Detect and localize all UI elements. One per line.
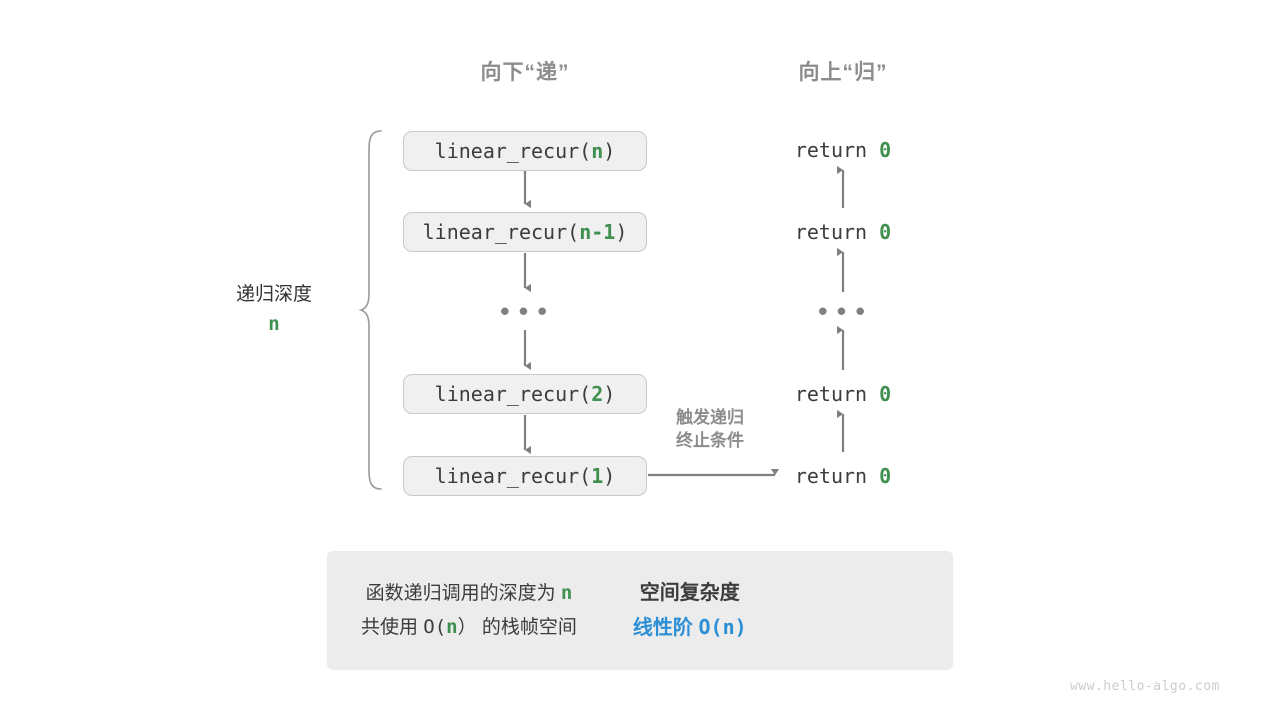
call-box-1[interactable]: linear_recur(1) <box>403 456 647 496</box>
column-header-ascend: 向上“归” <box>798 61 888 84</box>
space-complexity-bigo: O(n) <box>698 615 747 639</box>
call-box-n-name: linear_recur( <box>434 139 592 163</box>
return-value-n: 0 <box>879 138 892 162</box>
return-stack-ellipsis: ••• <box>815 298 871 328</box>
summary-line-1: 函数递归调用的深度为 n <box>361 577 577 610</box>
summary-line-1-symbol: n <box>560 582 573 605</box>
summary-line-2-symbol: n <box>446 615 458 638</box>
summary-line-2-text-b: 的栈帧空间 <box>476 616 577 638</box>
recursion-depth-symbol: n <box>268 312 280 335</box>
space-complexity-order: 线性阶 <box>632 617 699 639</box>
summary-line-2: 共使用 O(n） 的栈帧空间 <box>361 611 577 644</box>
return-label-1: return 0 <box>743 464 943 488</box>
call-box-1-arg: 1 <box>591 464 604 488</box>
call-box-n-minus-1[interactable]: linear_recur(n-1) <box>403 212 647 252</box>
call-box-n-minus-1-close: ) <box>615 220 628 244</box>
return-value-2: 0 <box>879 382 892 406</box>
call-box-n-minus-1-name: linear_recur( <box>422 220 580 244</box>
return-keyword-n-minus-1: return <box>794 220 880 244</box>
return-keyword-n: return <box>794 138 880 162</box>
complexity-summary-panel: 函数递归调用的深度为 n 共使用 O(n） 的栈帧空间 空间复杂度 线性阶 O(… <box>327 551 953 670</box>
call-box-n[interactable]: linear_recur(n) <box>403 131 647 171</box>
summary-line-2-bigo: O( <box>423 615 447 638</box>
return-keyword-1: return <box>794 464 880 488</box>
return-label-n: return 0 <box>743 138 943 162</box>
space-complexity-value: 线性阶 O(n) <box>633 610 747 645</box>
call-stack-ellipsis: ••• <box>497 298 553 328</box>
summary-conclusion: 空间复杂度 线性阶 O(n) <box>633 576 747 645</box>
base-case-note: 触发递归 终止条件 <box>645 407 775 453</box>
column-header-descend: 向下“递” <box>480 61 570 84</box>
recursion-depth-text: 递归深度 <box>235 284 312 305</box>
call-box-2-arg: 2 <box>591 382 604 406</box>
base-case-note-line2: 终止条件 <box>676 430 744 450</box>
call-box-2[interactable]: linear_recur(2) <box>403 374 647 414</box>
summary-line-2-text-a: 共使用 <box>361 616 424 638</box>
return-value-n-minus-1: 0 <box>879 220 892 244</box>
return-label-n-minus-1: return 0 <box>743 220 943 244</box>
return-label-2: return 0 <box>743 382 943 406</box>
summary-description: 函数递归调用的深度为 n 共使用 O(n） 的栈帧空间 <box>327 577 577 644</box>
summary-line-2-paren: ） <box>457 616 477 638</box>
call-box-n-close: ) <box>603 139 616 163</box>
call-box-2-close: ) <box>603 382 616 406</box>
site-watermark: www.hello-algo.com <box>1070 679 1220 694</box>
call-box-n-minus-1-arg: n-1 <box>579 220 616 244</box>
base-case-note-line1: 触发递归 <box>676 408 744 427</box>
call-box-2-name: linear_recur( <box>434 382 592 406</box>
space-complexity-title: 空间复杂度 <box>639 582 740 604</box>
return-keyword-2: return <box>794 382 880 406</box>
return-value-1: 0 <box>879 464 892 488</box>
call-box-n-arg: n <box>591 139 604 163</box>
call-box-1-name: linear_recur( <box>434 464 592 488</box>
call-box-1-close: ) <box>603 464 616 488</box>
recursion-depth-label: 递归深度 n <box>196 281 352 338</box>
recursion-depth-brace <box>358 130 382 490</box>
summary-line-1-text: 函数递归调用的深度为 <box>365 583 561 605</box>
